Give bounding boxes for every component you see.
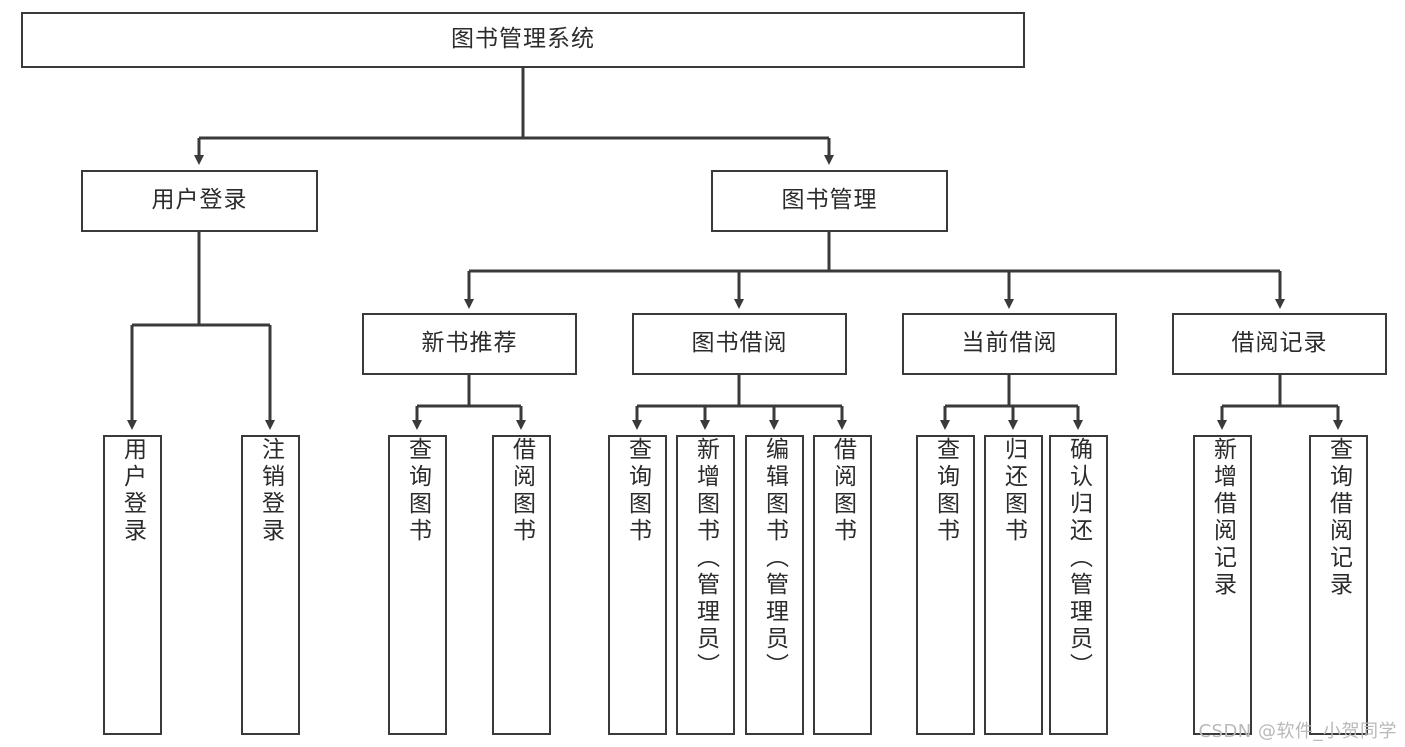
leaf-query-book-3[interactable]: 查询图书: [916, 435, 975, 735]
node-new-book-recommend-label: 新书推荐: [421, 330, 518, 357]
node-new-book-recommend[interactable]: 新书推荐: [362, 313, 577, 375]
leaf-confirm-return-label: 确认归还（管理员）: [1065, 437, 1092, 680]
node-book-borrow[interactable]: 图书借阅: [632, 313, 847, 375]
leaf-borrow-book-2[interactable]: 借阅图书: [813, 435, 872, 735]
node-user-login-label: 用户登录: [151, 187, 248, 214]
leaf-edit-book[interactable]: 编辑图书（管理员）: [745, 435, 804, 735]
leaf-query-borrow-record-label: 查询借阅记录: [1325, 437, 1352, 599]
leaf-add-book[interactable]: 新增图书（管理员）: [676, 435, 735, 735]
leaf-borrow-book-1[interactable]: 借阅图书: [492, 435, 551, 735]
leaf-query-book-2-label: 查询图书: [624, 437, 651, 545]
leaf-query-borrow-record[interactable]: 查询借阅记录: [1309, 435, 1368, 735]
node-user-login[interactable]: 用户登录: [81, 170, 318, 232]
leaf-user-login-label: 用户登录: [119, 437, 146, 545]
leaf-query-book-3-label: 查询图书: [932, 437, 959, 545]
leaf-user-logout-label: 注销登录: [257, 437, 284, 545]
leaf-user-login[interactable]: 用户登录: [103, 435, 162, 735]
leaf-borrow-book-2-label: 借阅图书: [829, 437, 856, 545]
node-book-management-label: 图书管理: [781, 187, 878, 214]
node-current-borrow[interactable]: 当前借阅: [902, 313, 1117, 375]
leaf-borrow-book-1-label: 借阅图书: [508, 437, 535, 545]
node-book-management[interactable]: 图书管理: [711, 170, 948, 232]
leaf-query-book-1[interactable]: 查询图书: [388, 435, 447, 735]
leaf-user-logout[interactable]: 注销登录: [241, 435, 300, 735]
leaf-edit-book-label: 编辑图书（管理员）: [761, 437, 788, 680]
watermark: CSDN @软件_小贺同学: [1198, 721, 1397, 742]
leaf-query-book-2[interactable]: 查询图书: [608, 435, 667, 735]
node-root[interactable]: 图书管理系统: [21, 12, 1025, 68]
node-borrow-record-label: 借阅记录: [1231, 330, 1328, 357]
leaf-add-borrow-record-label: 新增借阅记录: [1209, 437, 1236, 599]
node-root-label: 图书管理系统: [451, 26, 595, 53]
node-book-borrow-label: 图书借阅: [691, 330, 788, 357]
node-current-borrow-label: 当前借阅: [961, 330, 1058, 357]
leaf-confirm-return[interactable]: 确认归还（管理员）: [1049, 435, 1108, 735]
leaf-query-book-1-label: 查询图书: [404, 437, 431, 545]
node-borrow-record[interactable]: 借阅记录: [1172, 313, 1387, 375]
leaf-return-book-label: 归还图书: [1000, 437, 1027, 545]
leaf-add-book-label: 新增图书（管理员）: [692, 437, 719, 680]
leaf-add-borrow-record[interactable]: 新增借阅记录: [1193, 435, 1252, 735]
leaf-return-book[interactable]: 归还图书: [984, 435, 1043, 735]
